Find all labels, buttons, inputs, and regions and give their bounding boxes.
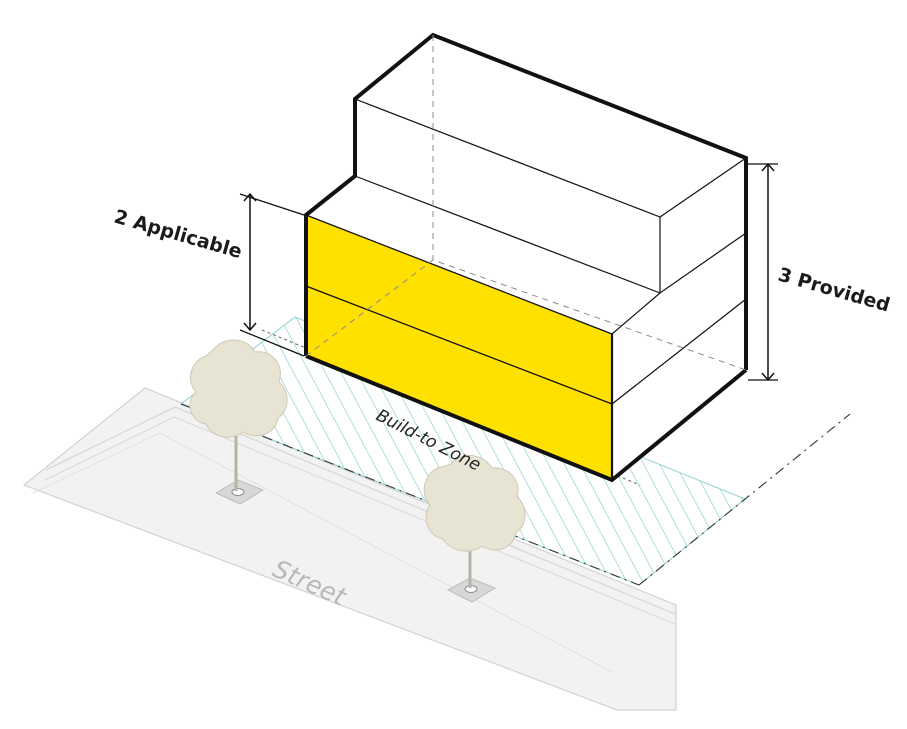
floor-line-side-lower — [611, 298, 747, 405]
applicable-extension-top — [239, 193, 305, 216]
arrow-down-icon — [243, 322, 257, 332]
tree-icon — [423, 455, 526, 552]
floor-line-front-lower — [305, 285, 613, 405]
floor-line-front-upper — [305, 214, 613, 335]
applicable-label: 2 Applicable — [112, 206, 245, 263]
street — [22, 387, 677, 711]
roof-front-edge — [354, 98, 661, 218]
hidden-side-line — [305, 259, 434, 357]
curb-line-lower — [44, 416, 676, 625]
tree-left — [189, 339, 288, 491]
building — [304, 32, 748, 483]
tree-icon — [189, 339, 288, 438]
roof-side-edge — [659, 157, 747, 218]
roof-step-edge — [611, 292, 661, 335]
provided-dimension: 3 Provided — [748, 162, 893, 382]
applicable-extension-bottom — [239, 329, 305, 357]
tree-right — [423, 455, 526, 588]
provided-label: 3 Provided — [776, 264, 893, 317]
zone-side-property-line — [638, 413, 851, 586]
street-surface — [22, 387, 677, 711]
building-front-applicable-floors — [306, 215, 612, 480]
tree-pit-right — [446, 577, 497, 603]
building-upper-and-side-massing — [306, 35, 746, 480]
